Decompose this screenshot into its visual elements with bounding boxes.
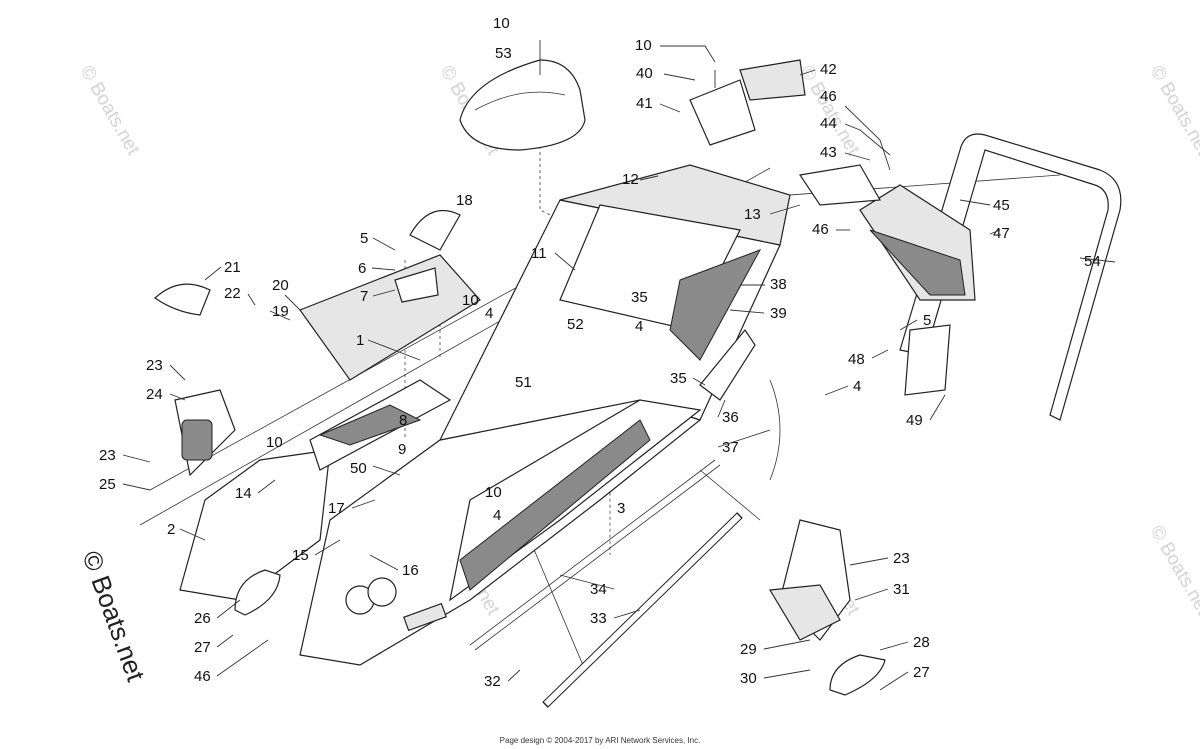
callout-4[interactable]: 4 (635, 318, 643, 335)
callout-14[interactable]: 14 (235, 485, 252, 502)
callout-45[interactable]: 45 (993, 197, 1010, 214)
callout-47[interactable]: 47 (993, 225, 1010, 242)
callout-53[interactable]: 53 (495, 45, 512, 62)
watermark-tile: © Boats.net (1146, 522, 1200, 619)
callout-50[interactable]: 50 (350, 460, 367, 477)
callout-labels: 10 53 10 40 41 42 46 44 43 12 13 18 45 4… (99, 15, 1101, 690)
callout-13[interactable]: 13 (744, 206, 761, 223)
callout-27[interactable]: 27 (913, 664, 930, 681)
callout-52[interactable]: 52 (567, 316, 584, 333)
callout-26[interactable]: 26 (194, 610, 211, 627)
callout-33[interactable]: 33 (590, 610, 607, 627)
small-parts (154, 209, 951, 396)
leader-lines (122, 45, 1001, 691)
callout-9[interactable]: 9 (398, 441, 406, 458)
seat-assembly (459, 40, 586, 151)
callout-49[interactable]: 49 (906, 412, 923, 429)
callout-51[interactable]: 51 (515, 374, 532, 391)
callout-30[interactable]: 30 (740, 670, 757, 687)
watermark-main: © Boats.net (76, 547, 151, 686)
tunnel-frame (299, 164, 791, 666)
callout-19[interactable]: 19 (272, 303, 289, 320)
callout-37[interactable]: 37 (722, 439, 739, 456)
side-parts (469, 328, 781, 708)
callout-4[interactable]: 4 (493, 507, 501, 524)
callout-5[interactable]: 5 (923, 312, 931, 329)
callout-31[interactable]: 31 (893, 581, 910, 598)
callout-48[interactable]: 48 (848, 351, 865, 368)
callout-32[interactable]: 32 (484, 673, 501, 690)
callout-5[interactable]: 5 (360, 230, 368, 247)
callout-10[interactable]: 10 (462, 292, 479, 309)
callout-46[interactable]: 46 (820, 88, 837, 105)
callout-10[interactable]: 10 (266, 434, 283, 451)
callout-28[interactable]: 28 (913, 634, 930, 651)
callout-46[interactable]: 46 (812, 221, 829, 238)
callout-44[interactable]: 44 (820, 115, 837, 132)
callout-29[interactable]: 29 (740, 641, 757, 658)
callout-17[interactable]: 17 (328, 500, 345, 517)
callout-46[interactable]: 46 (194, 668, 211, 685)
callout-4[interactable]: 4 (853, 378, 861, 395)
callout-35[interactable]: 35 (670, 370, 687, 387)
callout-39[interactable]: 39 (770, 305, 787, 322)
callout-27[interactable]: 27 (194, 639, 211, 656)
callout-18[interactable]: 18 (456, 192, 473, 209)
footrest-plates (234, 519, 886, 696)
callout-36[interactable]: 36 (722, 409, 739, 426)
callout-43[interactable]: 43 (820, 144, 837, 161)
callout-35[interactable]: 35 (631, 289, 648, 306)
callout-21[interactable]: 21 (224, 259, 241, 276)
callout-23[interactable]: 23 (146, 357, 163, 374)
callout-10[interactable]: 10 (485, 484, 502, 501)
page-footer: Page design © 2004-2017 by ARI Network S… (499, 736, 701, 745)
callout-42[interactable]: 42 (820, 61, 837, 78)
callout-54[interactable]: 54 (1084, 253, 1101, 270)
callout-34[interactable]: 34 (590, 581, 607, 598)
callout-40[interactable]: 40 (636, 65, 653, 82)
callout-25[interactable]: 25 (99, 476, 116, 493)
callout-11[interactable]: 11 (531, 245, 547, 262)
callout-38[interactable]: 38 (770, 276, 787, 293)
watermark-tile: © Boats.net (76, 62, 144, 159)
callout-8[interactable]: 8 (399, 412, 407, 429)
callout-22[interactable]: 22 (224, 285, 241, 302)
callout-23[interactable]: 23 (893, 550, 910, 567)
callout-15[interactable]: 15 (292, 547, 309, 564)
callout-16[interactable]: 16 (402, 562, 419, 579)
callout-24[interactable]: 24 (146, 386, 163, 403)
callout-7[interactable]: 7 (360, 288, 368, 305)
callout-10[interactable]: 10 (635, 37, 652, 54)
watermark-tile: © Boats.net (1146, 62, 1200, 159)
callout-6[interactable]: 6 (358, 260, 366, 277)
callout-20[interactable]: 20 (272, 277, 289, 294)
callout-3[interactable]: 3 (617, 500, 625, 517)
rear-bumper (899, 133, 1122, 421)
rear-flap (798, 164, 976, 301)
callout-23[interactable]: 23 (99, 447, 116, 464)
rear-bracket (689, 59, 806, 146)
callout-1[interactable]: 1 (356, 332, 364, 349)
callout-10[interactable]: 10 (493, 15, 510, 32)
callout-2[interactable]: 2 (167, 521, 175, 538)
callout-4[interactable]: 4 (485, 305, 493, 322)
callout-41[interactable]: 41 (636, 95, 653, 112)
callout-12[interactable]: 12 (622, 171, 639, 188)
